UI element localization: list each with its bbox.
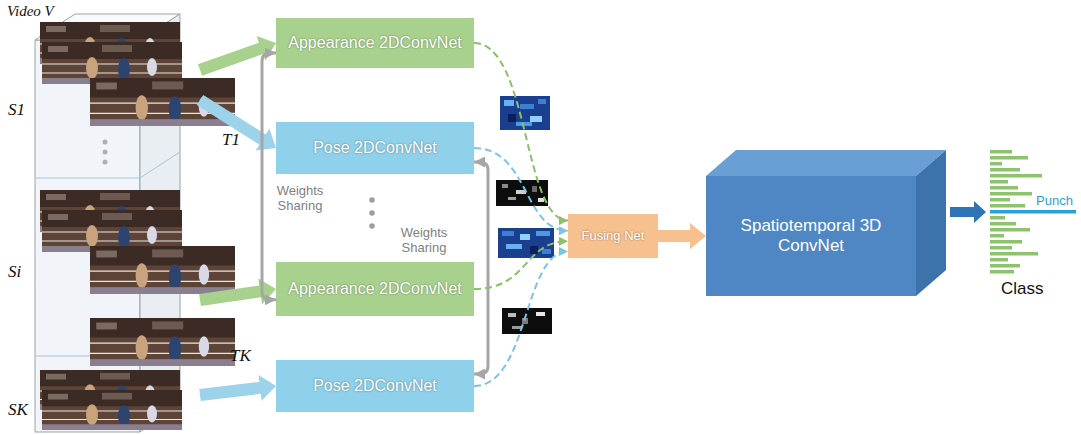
frame-label: TK bbox=[230, 346, 251, 366]
segment-divider bbox=[35, 178, 140, 179]
edge-label: Weights Sharing bbox=[268, 184, 332, 214]
class-name: Punch bbox=[1036, 193, 1073, 208]
output-arrow bbox=[950, 201, 986, 223]
box-label: Spatiotemporal 3D ConvNet bbox=[736, 216, 886, 257]
segment-label: Si bbox=[8, 262, 21, 282]
volume-title: Video V bbox=[4, 2, 57, 20]
feature-flow-line bbox=[474, 251, 568, 386]
pose-convnet: Pose 2DConvNet bbox=[276, 360, 474, 412]
box-label: Fusing Net bbox=[582, 228, 645, 244]
convnet-side-face bbox=[916, 150, 946, 296]
appearance-convnet: Appearance 2DConvNet bbox=[276, 262, 474, 316]
feature-flow-line bbox=[474, 43, 568, 221]
segment-label: S1 bbox=[8, 100, 25, 120]
flow-arrow bbox=[199, 375, 276, 401]
appearance-feature-map bbox=[498, 228, 554, 258]
video-volume: Video V bbox=[2, 0, 200, 432]
appearance-feature-map bbox=[500, 96, 550, 130]
spatiotemporal-convnet: Spatiotemporal 3D ConvNet bbox=[706, 176, 916, 296]
box-label: Appearance 2DConvNet bbox=[288, 279, 461, 298]
video-frames bbox=[40, 22, 235, 430]
box-label: Pose 2DConvNet bbox=[313, 376, 437, 395]
feature-flow-line bbox=[474, 148, 568, 231]
predicted-class-bar bbox=[990, 210, 1076, 214]
weight-sharing-arrow bbox=[474, 162, 488, 374]
box-label: Appearance 2DConvNet bbox=[288, 33, 461, 52]
ellipsis-dots bbox=[369, 197, 375, 229]
flow-arrow bbox=[658, 223, 706, 249]
pose-feature-map bbox=[502, 308, 552, 334]
convnet-top-face bbox=[706, 150, 946, 176]
fusing-net: Fusing Net bbox=[568, 214, 658, 258]
box-label: Pose 2DConvNet bbox=[313, 138, 437, 157]
frame-label: T1 bbox=[222, 130, 240, 150]
flow-arrow bbox=[199, 278, 276, 306]
pose-feature-map bbox=[496, 180, 548, 206]
flow-arrow bbox=[197, 95, 276, 150]
edge-label: Weights Sharing bbox=[392, 226, 456, 256]
segment-label: SK bbox=[8, 400, 28, 420]
feature-flow-line bbox=[474, 241, 568, 289]
appearance-convnet: Appearance 2DConvNet bbox=[276, 18, 474, 68]
segment-divider bbox=[140, 152, 180, 178]
pose-convnet: Pose 2DConvNet bbox=[276, 122, 474, 174]
weight-sharing-arrow bbox=[262, 53, 276, 300]
axis-caption: Class bbox=[1001, 279, 1044, 299]
